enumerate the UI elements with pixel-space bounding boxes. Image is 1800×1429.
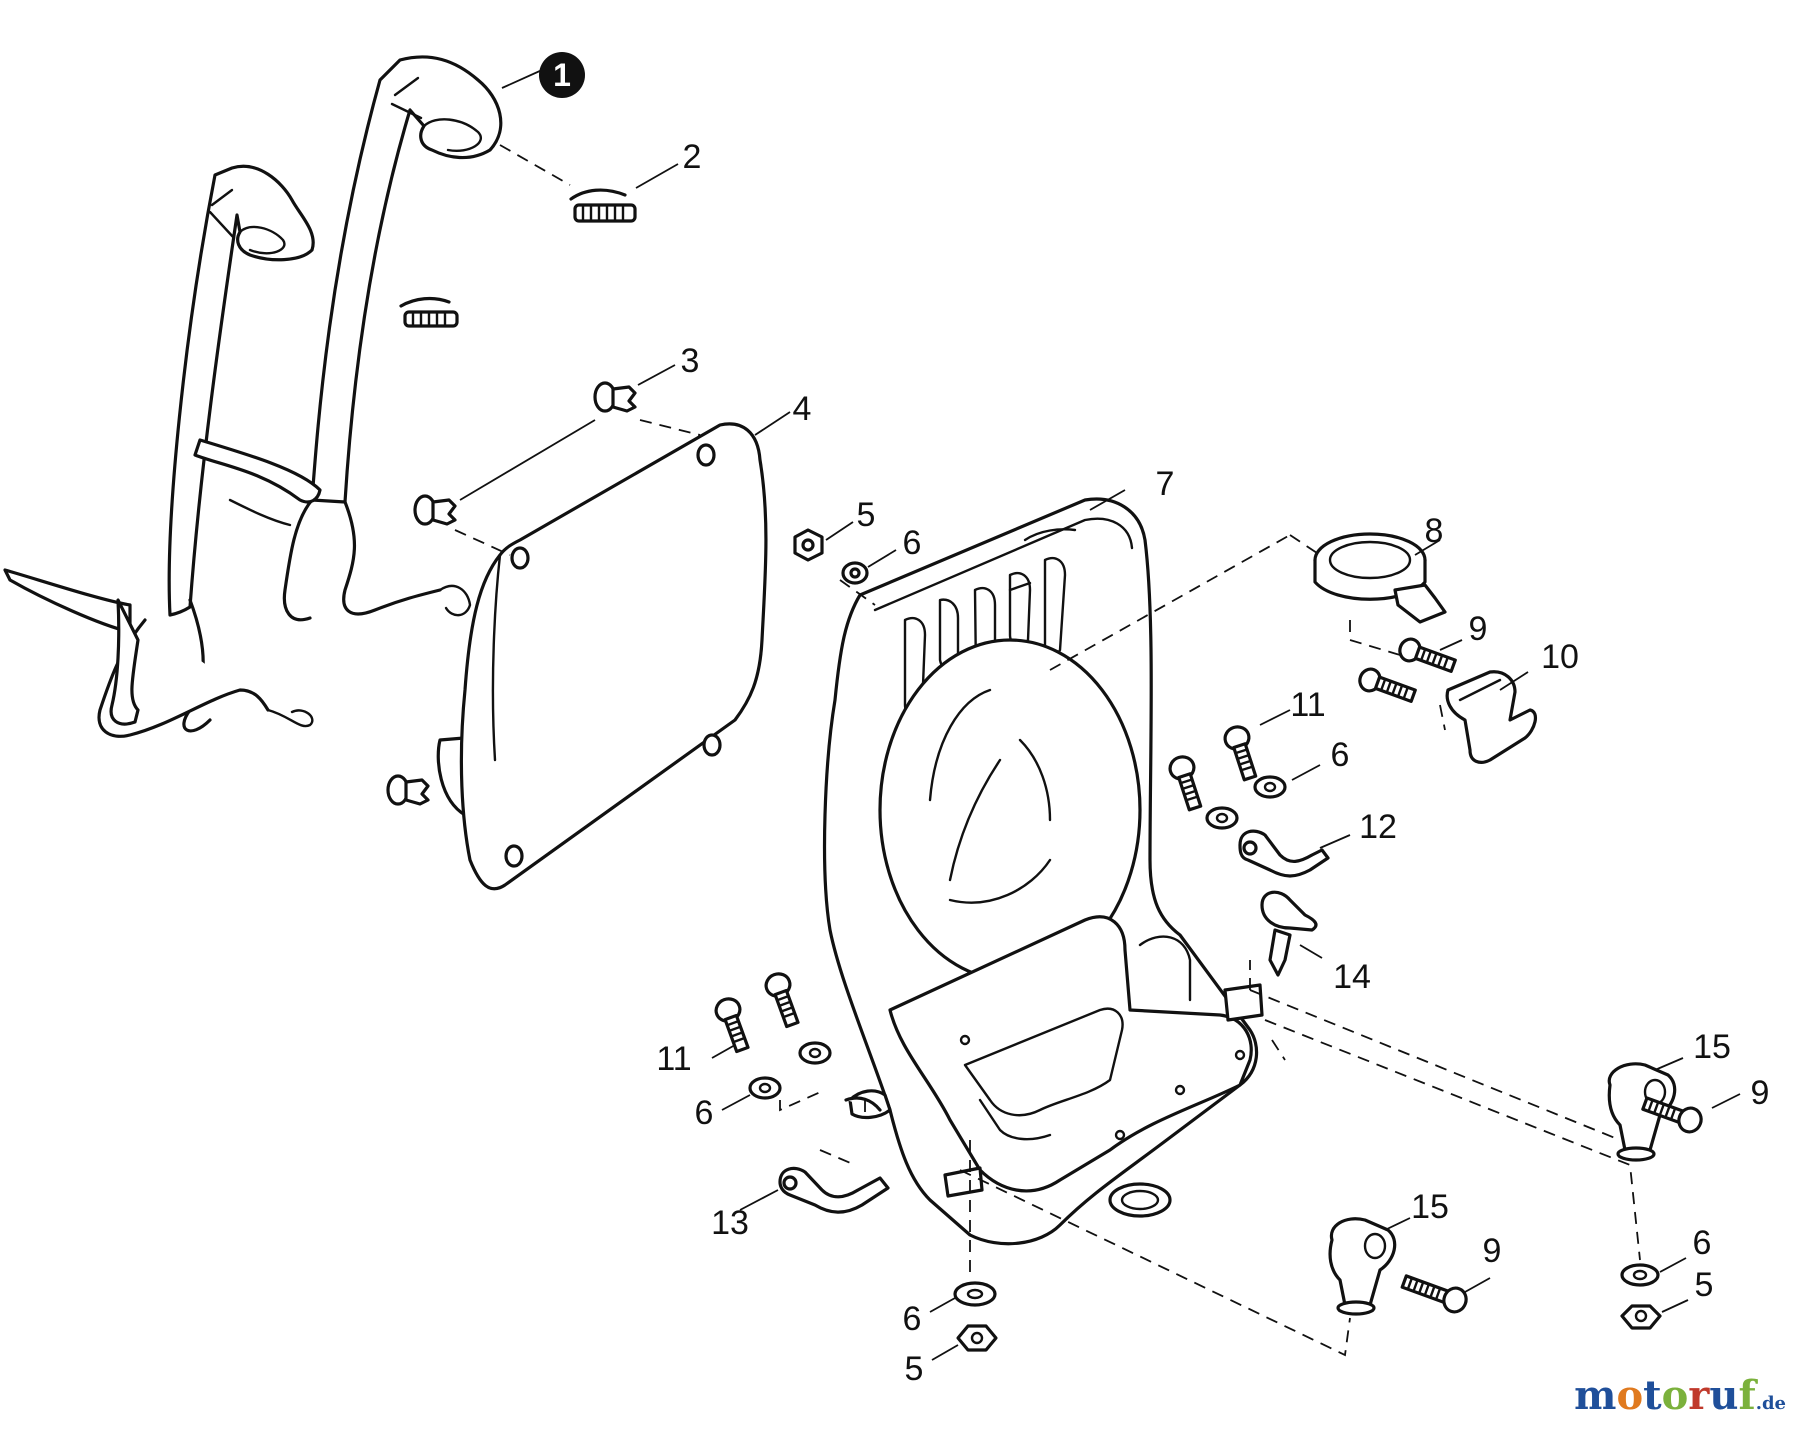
callout-3: 3 bbox=[681, 342, 700, 380]
callout-9-lower: 9 bbox=[1483, 1232, 1502, 1270]
watermark-letter: o bbox=[1616, 1372, 1644, 1419]
push-fastener bbox=[1260, 890, 1318, 977]
watermark-tld: .de bbox=[1755, 1393, 1786, 1414]
watermark-logo: motoruf.de bbox=[1574, 1372, 1786, 1419]
push-pin-rivets bbox=[386, 381, 637, 806]
watermark-letter: m bbox=[1574, 1372, 1617, 1419]
callout-2: 2 bbox=[683, 138, 702, 176]
watermark-letter: o bbox=[1661, 1372, 1689, 1419]
callout-10: 10 bbox=[1541, 638, 1579, 676]
callout-5-bottom-right: 5 bbox=[1695, 1266, 1714, 1304]
clamp-band bbox=[1313, 532, 1447, 624]
watermark-letter: u bbox=[1709, 1372, 1739, 1419]
bolts-and-washers-right bbox=[1168, 725, 1287, 830]
callout-7: 7 bbox=[1156, 465, 1175, 503]
mount-bracket-lower bbox=[1328, 1217, 1468, 1316]
nut-and-washer-top bbox=[793, 528, 869, 585]
callout-5-top: 5 bbox=[857, 496, 876, 534]
callout-9-right: 9 bbox=[1751, 1074, 1770, 1112]
callout-6-bottom-right: 6 bbox=[1693, 1224, 1712, 1262]
watermark-letter: t bbox=[1643, 1372, 1662, 1419]
callout-6-left: 6 bbox=[695, 1094, 714, 1132]
callout-labels: 1 2 3 4 5 6 7 8 9 10 11 6 12 14 11 6 13 … bbox=[539, 52, 1769, 1388]
callout-leader-lines bbox=[459, 69, 1741, 1361]
callout-6-bottom-left: 6 bbox=[903, 1300, 922, 1338]
callout-12: 12 bbox=[1359, 808, 1397, 846]
callout-5-bottom-left: 5 bbox=[905, 1350, 924, 1388]
cable-clamp-right bbox=[1238, 829, 1330, 878]
callout-1-text: 1 bbox=[553, 57, 571, 93]
bolts-and-bracket bbox=[1358, 637, 1538, 764]
callout-6-top: 6 bbox=[903, 524, 922, 562]
callout-9-top: 9 bbox=[1469, 610, 1488, 648]
mount-bracket-right bbox=[1607, 1062, 1703, 1162]
callout-15-right: 15 bbox=[1693, 1028, 1731, 1066]
cable-clamp-left bbox=[778, 1096, 890, 1214]
callout-8: 8 bbox=[1425, 512, 1444, 550]
callout-11-right: 11 bbox=[1290, 686, 1325, 724]
watermark-letter: r bbox=[1688, 1372, 1710, 1419]
callout-15-lower: 15 bbox=[1411, 1188, 1449, 1226]
watermark-letter: f bbox=[1738, 1372, 1756, 1419]
buckle-clips bbox=[399, 188, 637, 328]
callout-6-right: 6 bbox=[1331, 736, 1350, 774]
shoulder-straps bbox=[3, 55, 503, 738]
assembly-dashed-lines bbox=[454, 144, 1641, 1357]
bolts-and-washers-left bbox=[714, 972, 832, 1100]
callout-4: 4 bbox=[793, 390, 812, 428]
back-pad bbox=[436, 422, 768, 891]
nuts-and-washers-bottom bbox=[953, 1263, 1662, 1352]
callout-14: 14 bbox=[1333, 958, 1371, 996]
callout-13: 13 bbox=[711, 1204, 749, 1242]
main-frame bbox=[822, 497, 1264, 1246]
callout-badge-1: 1 bbox=[539, 52, 585, 98]
callout-11-left: 11 bbox=[656, 1040, 691, 1078]
